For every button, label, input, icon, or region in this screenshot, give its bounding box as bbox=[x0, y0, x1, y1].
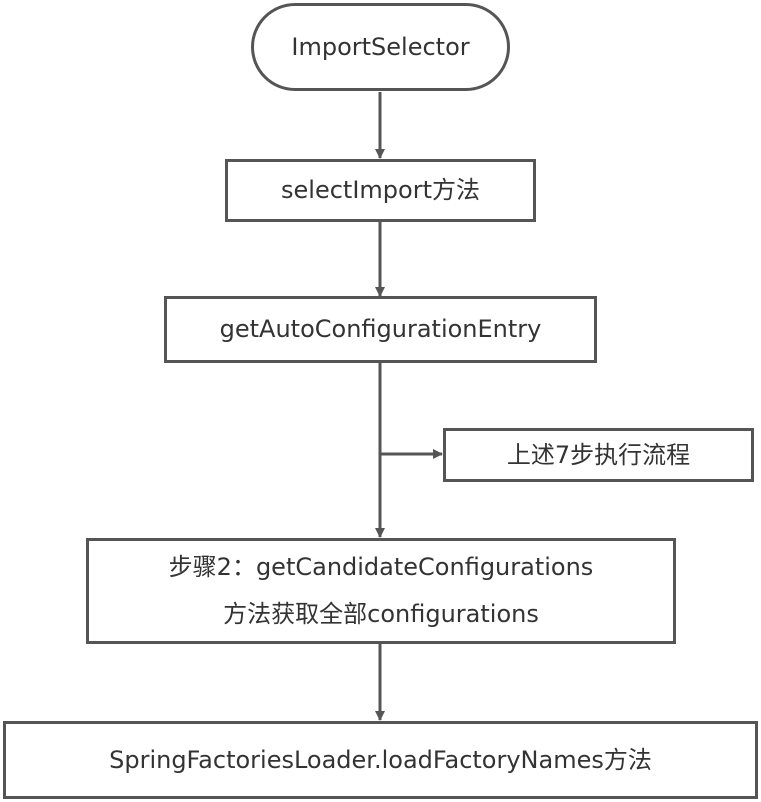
get-auto-configuration-entry-label: getAutoConfigurationEntry bbox=[219, 315, 542, 344]
seven-steps-node: 上述7步执行流程 bbox=[443, 428, 754, 482]
step2-line1-label: 步骤2：getCandidateConfigurations bbox=[168, 553, 594, 581]
get-auto-configuration-entry-node: getAutoConfigurationEntry bbox=[164, 296, 597, 363]
import-selector-node: ImportSelector bbox=[251, 3, 510, 91]
select-import-node: selectImport方法 bbox=[225, 159, 536, 222]
load-factory-names-node: SpringFactoriesLoader.loadFactoryNames方法 bbox=[3, 721, 758, 799]
import-selector-label: ImportSelector bbox=[291, 32, 470, 61]
load-factory-names-label: SpringFactoriesLoader.loadFactoryNames方法 bbox=[109, 745, 652, 774]
seven-steps-label: 上述7步执行流程 bbox=[506, 440, 691, 469]
get-candidate-configurations-node: 步骤2：getCandidateConfigurations 方法获取全部con… bbox=[86, 538, 676, 644]
step2-line2-label: 方法获取全部configurations bbox=[223, 600, 539, 628]
select-import-label: selectImport方法 bbox=[281, 176, 480, 205]
